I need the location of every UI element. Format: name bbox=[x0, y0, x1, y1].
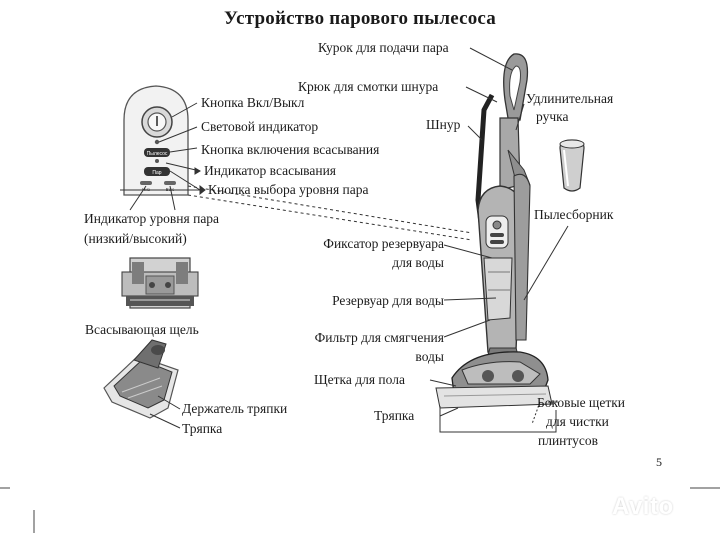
label-cord: Шнур bbox=[426, 117, 461, 132]
label-trigger: Курок для подачи пара bbox=[318, 40, 449, 55]
page-number: 5 bbox=[656, 455, 662, 469]
panel-level-text: Пар bbox=[152, 170, 161, 176]
suction-slot-illustration bbox=[121, 257, 199, 309]
control-panel-illustration: Пылесос Пар Низ Выс bbox=[123, 85, 189, 196]
steam-vacuum-illustration bbox=[435, 53, 553, 409]
label-steam-level-indicator-2: (низкий/высокий) bbox=[84, 231, 187, 246]
page-title: Устройство парового пылесоса bbox=[224, 8, 496, 29]
label-side-brushes-1: Боковые щетки bbox=[537, 395, 626, 410]
label-ext-handle-2: ручка bbox=[536, 109, 569, 124]
panel-suction-text: Пылесос bbox=[147, 151, 168, 157]
avito-watermark: Avito bbox=[612, 493, 674, 520]
label-softening-filter-2: воды bbox=[415, 349, 444, 364]
label-light-indicator: Световой индикатор bbox=[201, 119, 319, 134]
label-cloth-holder: Держатель тряпки bbox=[182, 401, 288, 416]
label-tank-latch-1: Фиксатор резервуара bbox=[323, 236, 444, 251]
label-side-brushes-2: для чистки bbox=[546, 414, 609, 429]
label-steam-level-button: Кнопка выбора уровня пара bbox=[208, 182, 369, 197]
label-power-button: Кнопка Вкл/Выкл bbox=[201, 95, 305, 110]
label-dust-collector: Пылесборник bbox=[534, 207, 614, 222]
label-suction-slot: Всасывающая щель bbox=[85, 322, 199, 337]
label-side-brushes-3: плинтусов bbox=[538, 433, 598, 448]
label-steam-level-indicator-1: Индикатор уровня пара bbox=[84, 211, 220, 226]
label-cord-hook: Крюк для смотки шнура bbox=[298, 79, 439, 94]
label-ext-handle-1: Удлинительная bbox=[526, 91, 614, 106]
dust-collector-illustration bbox=[559, 139, 585, 192]
cloth-holder-illustration bbox=[103, 339, 179, 419]
label-cloth-2: Тряпка bbox=[182, 421, 223, 436]
label-suction-button: Кнопка включения всасывания bbox=[201, 142, 380, 157]
label-cloth: Тряпка bbox=[374, 408, 415, 423]
label-floor-brush: Щетка для пола bbox=[314, 372, 405, 387]
label-softening-filter-1: Фильтр для смягчения bbox=[314, 330, 444, 345]
label-water-tank: Резервуар для воды bbox=[332, 293, 444, 308]
label-tank-latch-2: для воды bbox=[392, 255, 444, 270]
label-suction-indicator: Индикатор всасывания bbox=[204, 163, 337, 178]
